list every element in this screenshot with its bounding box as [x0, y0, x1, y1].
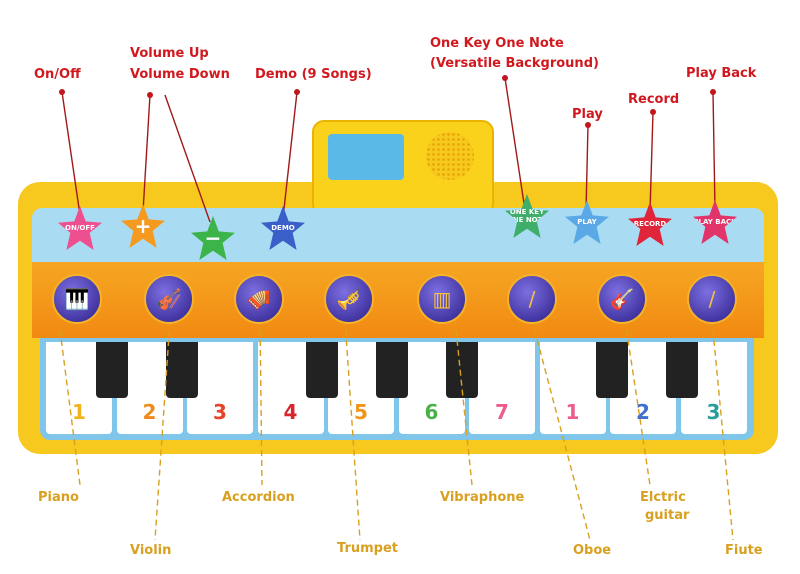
label-play: Play [572, 107, 603, 122]
label-demo: Demo (9 Songs) [255, 67, 372, 82]
black-key[interactable] [446, 342, 478, 398]
flute-icon[interactable]: / [687, 274, 737, 324]
label-on-off: On/Off [34, 67, 81, 82]
label-trumpet: Trumpet [337, 541, 398, 556]
black-key[interactable] [96, 342, 128, 398]
speaker-box [312, 120, 494, 216]
piano-icon[interactable]: 🎹 [52, 274, 102, 324]
label-electric-guitar-2: guitar [645, 508, 690, 523]
label-vibraphone: Vibraphone [440, 490, 525, 505]
oboe-icon[interactable]: / [507, 274, 557, 324]
label-electric-guitar-1: Elctric [640, 490, 686, 505]
label-volume-down: Volume Down [130, 67, 230, 82]
label-accordion: Accordion [222, 490, 295, 505]
guitar-icon[interactable]: 🎸 [597, 274, 647, 324]
key-number: 1 [565, 400, 580, 424]
key-number: 2 [636, 400, 650, 424]
label-play-back: Play Back [686, 66, 757, 81]
label-versatile-background: (Versatile Background) [430, 56, 599, 71]
key-number: 5 [354, 400, 368, 424]
key-number: 6 [424, 400, 439, 424]
label-record: Record [628, 92, 680, 107]
violin-icon[interactable]: 🎻 [144, 274, 194, 324]
label-one-key-one-note: One Key One Note [430, 36, 564, 51]
label-oboe: Oboe [573, 543, 612, 558]
vibraphone-icon[interactable]: ▥ [417, 274, 467, 324]
speaker-grill-icon [426, 132, 474, 180]
keyboard: 1 2 3 4 5 6 7 1 2 3 [40, 338, 754, 440]
black-key[interactable] [376, 342, 408, 398]
key-number: 4 [283, 400, 298, 424]
key-number: 2 [142, 400, 157, 424]
black-key[interactable] [306, 342, 338, 398]
label-flute: Fiute [725, 543, 763, 558]
key-number: 3 [706, 400, 721, 424]
key-number: 1 [72, 400, 86, 424]
white-key[interactable]: 7 [469, 342, 535, 434]
key-number: 7 [495, 400, 509, 424]
black-key[interactable] [596, 342, 628, 398]
key-number: 3 [213, 400, 227, 424]
label-piano: Piano [38, 490, 79, 505]
black-key[interactable] [166, 342, 198, 398]
trumpet-icon[interactable]: 🎺 [324, 274, 374, 324]
accordion-icon[interactable]: 🪗 [234, 274, 284, 324]
label-volume-up: Volume Up [130, 46, 209, 61]
black-key[interactable] [666, 342, 698, 398]
white-key[interactable]: 3 [187, 342, 253, 434]
label-violin: Violin [130, 543, 172, 558]
display-panel [328, 134, 404, 180]
